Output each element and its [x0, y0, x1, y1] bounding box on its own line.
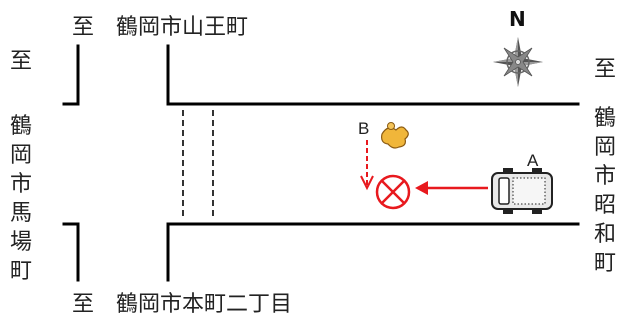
compass-rose-icon: N	[493, 7, 543, 87]
car-icon	[491, 168, 553, 214]
left-place-char: 場	[10, 230, 32, 255]
vehicle-a-label: A	[527, 151, 539, 170]
left-place-char: 市	[10, 172, 32, 197]
north-label: N	[509, 7, 526, 31]
pedestrian-b-label: B	[358, 119, 369, 138]
pedestrian-icon	[381, 122, 409, 149]
right-place-char: 岡	[594, 135, 616, 160]
top-destination-label: 至 鶴岡市山王町	[72, 15, 248, 40]
left-place-char: 岡	[10, 143, 32, 168]
right-place-char: 町	[594, 251, 616, 276]
collision-point-icon	[375, 174, 411, 210]
left-place-char: 町	[10, 259, 32, 284]
pedestrian-arrowhead	[360, 175, 374, 191]
left-destination-label: 鶴 岡 市 馬 場 町	[10, 114, 32, 284]
right-place-char: 市	[594, 164, 616, 189]
top-right-road-edge	[166, 44, 580, 106]
left-place-char: 馬	[10, 201, 32, 226]
vehicle-arrowhead	[415, 181, 428, 195]
right-place-char: 和	[594, 222, 616, 247]
left-to-label: 至	[10, 49, 32, 74]
right-place-char: 鶴	[594, 106, 616, 131]
bottom-left-road-edge	[62, 222, 80, 282]
left-place-char: 鶴	[10, 114, 32, 139]
bottom-right-road-edge	[166, 222, 580, 282]
top-left-road-edge	[62, 44, 80, 106]
right-place-char: 昭	[594, 193, 616, 218]
bottom-destination-label: 至 鶴岡市本町二丁目	[72, 292, 292, 317]
right-destination-label: 鶴 岡 市 昭 和 町	[594, 106, 616, 276]
road-edges	[62, 44, 580, 282]
crosswalk	[182, 110, 214, 220]
right-to-label: 至	[594, 57, 616, 82]
